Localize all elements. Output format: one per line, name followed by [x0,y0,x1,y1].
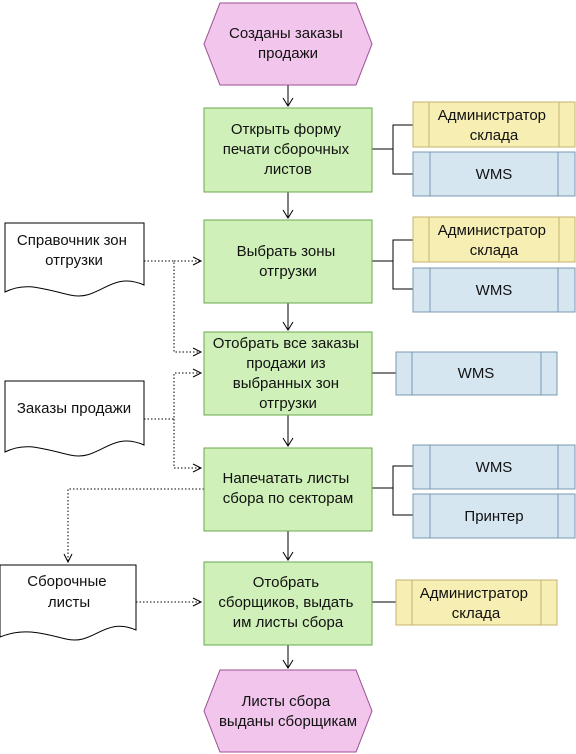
link-print-wms [372,465,413,489]
arrow-head [192,347,203,357]
role-admin-2: Администратор склада [412,216,576,263]
document-pick-sheets-label: Сборочные листы [27,573,111,611]
document-pick-sheets-shape [0,564,137,641]
function-select-zones-label: Выбрать зоны отгрузки [237,243,340,280]
function-open-form: Открыть форму печати сборочных листов [203,107,373,193]
event-start-shape [203,2,373,86]
function-assign-pickers-shape [203,561,373,646]
function-assign-pickers: Отобрать сборщиков, выдать им листы сбор… [203,561,373,646]
system-wms-2: WMS [412,267,576,313]
role-admin-2-label: Администратор склада [438,222,550,259]
arrow-head [282,551,294,561]
link-print-printer [372,487,413,516]
dataflow-print-to-sheets [67,488,204,561]
function-filter-orders-shape [203,331,373,416]
function-open-form-shape [203,107,373,193]
system-printer-label: Принтер [464,508,523,525]
document-sales-orders: Заказы продажи [4,380,145,457]
arrow-head [282,437,294,447]
event-end: Листы сбора выданы сборщикам [203,669,373,753]
document-pick-sheets: Сборочные листы [0,564,137,641]
document-sales-orders-label: Заказы продажи [17,400,131,417]
link-select-zones-admin [372,239,413,262]
link-open-form-admin [372,124,413,150]
dataflow-orders-to-print [173,419,200,469]
function-print-sheets-shape [203,447,373,532]
system-printer: Принтер [412,493,576,539]
event-end-label: Листы сбора выданы сборщикам [219,693,357,730]
role-admin-3: Администратор склада [395,579,558,626]
role-admin-3-shape [395,579,558,626]
role-admin-1-shape [412,101,576,148]
system-wms-1-shape [412,151,576,197]
arrow-head [192,597,203,607]
function-open-form-label: Открыть форму печати сборочных листов [223,121,354,178]
system-printer-shape [412,493,576,539]
function-select-zones-shape [203,219,373,304]
event-start-label: Созданы заказы продажи [229,25,347,62]
event-start: Созданы заказы продажи [203,2,373,86]
function-select-zones: Выбрать зоны отгрузки [203,219,373,304]
arrow-head [63,553,73,564]
arrow-head [192,463,203,473]
document-zones-directory-label: Справочник зон отгрузки [17,232,131,269]
function-filter-orders-label: Отобрать все заказы продажи из выбранных… [213,335,363,412]
system-wms-1: WMS [412,151,576,197]
link-select-zones-wms [372,260,413,290]
arrow-head [282,659,294,669]
document-zones-directory: Справочник зон отгрузки [4,222,145,297]
system-wms-2-label: WMS [476,282,513,299]
arrow-head [282,209,294,219]
document-zones-directory-shape [4,222,145,297]
system-wms-2-shape [412,267,576,313]
function-print-sheets: Напечатать листы сбора по секторам [203,447,373,532]
system-wms-4: WMS [412,444,576,490]
dataflow-orders-to-filter [144,372,200,420]
system-wms-4-label: WMS [476,459,513,476]
link-open-form-wms [372,148,413,175]
event-end-shape [203,669,373,753]
system-wms-4-shape [412,444,576,490]
function-assign-pickers-label: Отобрать сборщиков, выдать им листы сбор… [218,574,357,631]
arrow-head [282,321,294,331]
arrow-head [192,368,203,378]
system-wms-3: WMS [395,351,558,396]
arrow-head [282,97,294,107]
document-sales-orders-shape [4,380,145,457]
system-wms-1-label: WMS [476,166,513,183]
arrow-head [192,256,203,266]
system-wms-3-label: WMS [458,365,495,382]
role-admin-1: Администратор склада [412,101,576,148]
function-print-sheets-label: Напечатать листы сбора по секторам [223,470,354,507]
dataflow-directory-to-filter [144,260,200,353]
role-admin-3-label: Администратор склада [420,585,532,622]
function-filter-orders: Отобрать все заказы продажи из выбранных… [203,331,373,416]
role-admin-2-shape [412,216,576,263]
role-admin-1-label: Администратор склада [438,107,550,144]
system-wms-3-shape [395,351,558,396]
connectors [63,85,413,669]
